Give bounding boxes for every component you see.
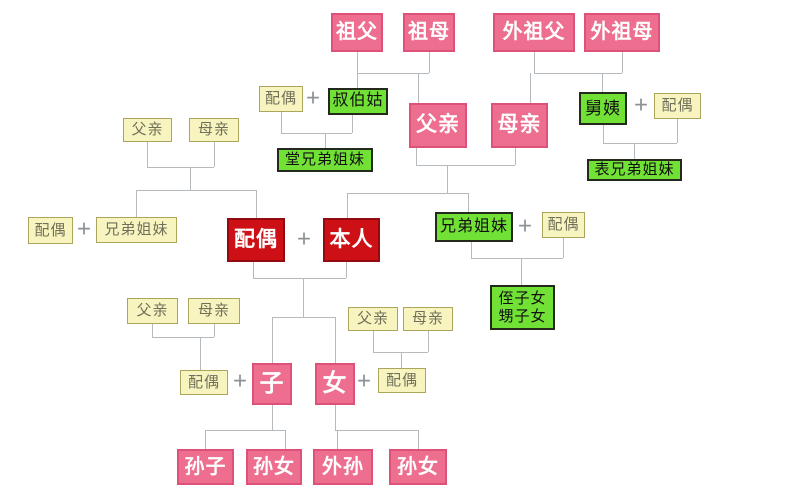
connector-line [357, 73, 429, 74]
connector-line [352, 115, 353, 133]
connector-line [428, 331, 429, 352]
relation-node-jiuyi: 舅姨 [579, 92, 627, 125]
connector-line [303, 278, 304, 317]
relation-node-zi-peiou-muqin: 母亲 [188, 298, 240, 324]
connector-line [272, 317, 335, 318]
relation-node-zhi-sheng-zinv: 侄子女 甥子女 [490, 285, 555, 330]
connector-line [603, 143, 677, 144]
relation-node-xiongdijiemei: 兄弟姐妹 [435, 212, 513, 242]
connector-line [401, 352, 402, 368]
connector-line [337, 430, 338, 449]
connector-line [563, 238, 564, 258]
connector-line [429, 52, 430, 73]
connector-line [515, 148, 516, 165]
relation-node-shubogu: 叔伯姑 [328, 88, 388, 115]
connector-line [335, 405, 336, 430]
relation-node-peiou-of-jiuyi: 配偶 [654, 93, 701, 119]
relation-node-peiou-of-peiou-sibling: 配偶 [28, 217, 73, 244]
relation-node-zi: 子 [252, 363, 292, 405]
relation-node-peiou-fuqin: 父亲 [123, 118, 172, 142]
connector-line [281, 112, 282, 133]
connector-line [205, 430, 285, 431]
plus-sign: + [633, 91, 649, 119]
connector-line [347, 193, 348, 218]
connector-line [634, 143, 635, 159]
relation-node-nv-peiou-fuqin: 父亲 [348, 307, 398, 331]
relation-node-muqin: 母亲 [491, 103, 548, 148]
relation-node-waisun: 外孙 [313, 449, 373, 485]
plus-sign: + [305, 84, 321, 112]
relation-node-waizufu: 外祖父 [493, 13, 575, 52]
connector-line [530, 73, 531, 103]
connector-line [152, 324, 153, 337]
connector-line [200, 337, 201, 370]
relation-node-peiou-muqin: 母亲 [189, 118, 239, 142]
relation-node-zi-peiou-fuqin: 父亲 [127, 298, 178, 324]
connector-line [285, 430, 286, 449]
connector-line [281, 133, 352, 134]
relation-node-peiou-of-nv: 配偶 [378, 368, 426, 393]
connector-line [447, 165, 448, 193]
relation-node-nv-peiou-muqin: 母亲 [403, 307, 453, 331]
connector-line [136, 190, 137, 217]
relation-node-peiou-xiongdijiemei: 兄弟姐妹 [96, 217, 177, 243]
connector-line [346, 262, 347, 278]
relation-node-fuqin: 父亲 [409, 103, 467, 148]
connector-line [534, 73, 622, 74]
connector-line [602, 73, 603, 92]
relation-node-waizumu: 外祖母 [584, 13, 660, 52]
plus-sign: + [517, 212, 533, 240]
connector-line [325, 133, 326, 148]
relation-node-peiou-of-xiongdijiemei: 配偶 [542, 212, 585, 238]
connector-line [471, 258, 563, 259]
connector-line [272, 405, 273, 430]
plus-sign: + [296, 225, 312, 253]
relation-node-biao-xiongdijiemei: 表兄弟姐妹 [587, 159, 682, 181]
relation-node-tang-xiongdijiemei: 堂兄弟姐妹 [277, 148, 373, 172]
relation-node-peiou: 配偶 [227, 218, 285, 262]
connector-line [373, 331, 374, 352]
relation-node-peiou-of-shubogu: 配偶 [259, 86, 303, 112]
connector-line [521, 258, 522, 285]
relation-node-sunzi: 孙子 [177, 449, 234, 485]
connector-line [272, 317, 273, 363]
connector-line [152, 337, 214, 338]
connector-line [147, 142, 148, 167]
relation-node-zufu: 祖父 [331, 13, 383, 52]
connector-line [190, 167, 191, 190]
connector-line [416, 165, 515, 166]
connector-line [335, 430, 418, 431]
connector-line [214, 324, 215, 337]
relation-node-nv: 女 [315, 363, 355, 405]
relation-node-benren: 本人 [323, 218, 380, 262]
connector-line [373, 352, 428, 353]
relation-node-waisun-nv: 孙女 [389, 449, 447, 485]
relation-node-sunnv: 孙女 [246, 449, 302, 485]
connector-line [603, 125, 604, 143]
connector-line [418, 73, 419, 103]
connector-line [335, 317, 336, 363]
connector-line [677, 119, 678, 143]
plus-sign: + [76, 215, 92, 243]
connector-line [136, 190, 256, 191]
connector-line [418, 430, 419, 449]
connector-line [347, 193, 468, 194]
connector-line [471, 242, 472, 258]
plus-sign: + [356, 367, 372, 395]
connector-line [214, 142, 215, 167]
connector-line [253, 278, 346, 279]
plus-sign: + [232, 367, 248, 395]
connector-line [534, 52, 535, 73]
connector-line [147, 167, 214, 168]
connector-line [256, 190, 257, 218]
connector-line [253, 262, 254, 278]
connector-line [416, 148, 417, 165]
connector-line [205, 430, 206, 449]
connector-line [622, 52, 623, 73]
connector-line [468, 193, 469, 212]
relation-node-peiou-of-zi: 配偶 [180, 370, 228, 395]
relation-node-zumu: 祖母 [403, 13, 455, 52]
connector-line [357, 52, 358, 88]
